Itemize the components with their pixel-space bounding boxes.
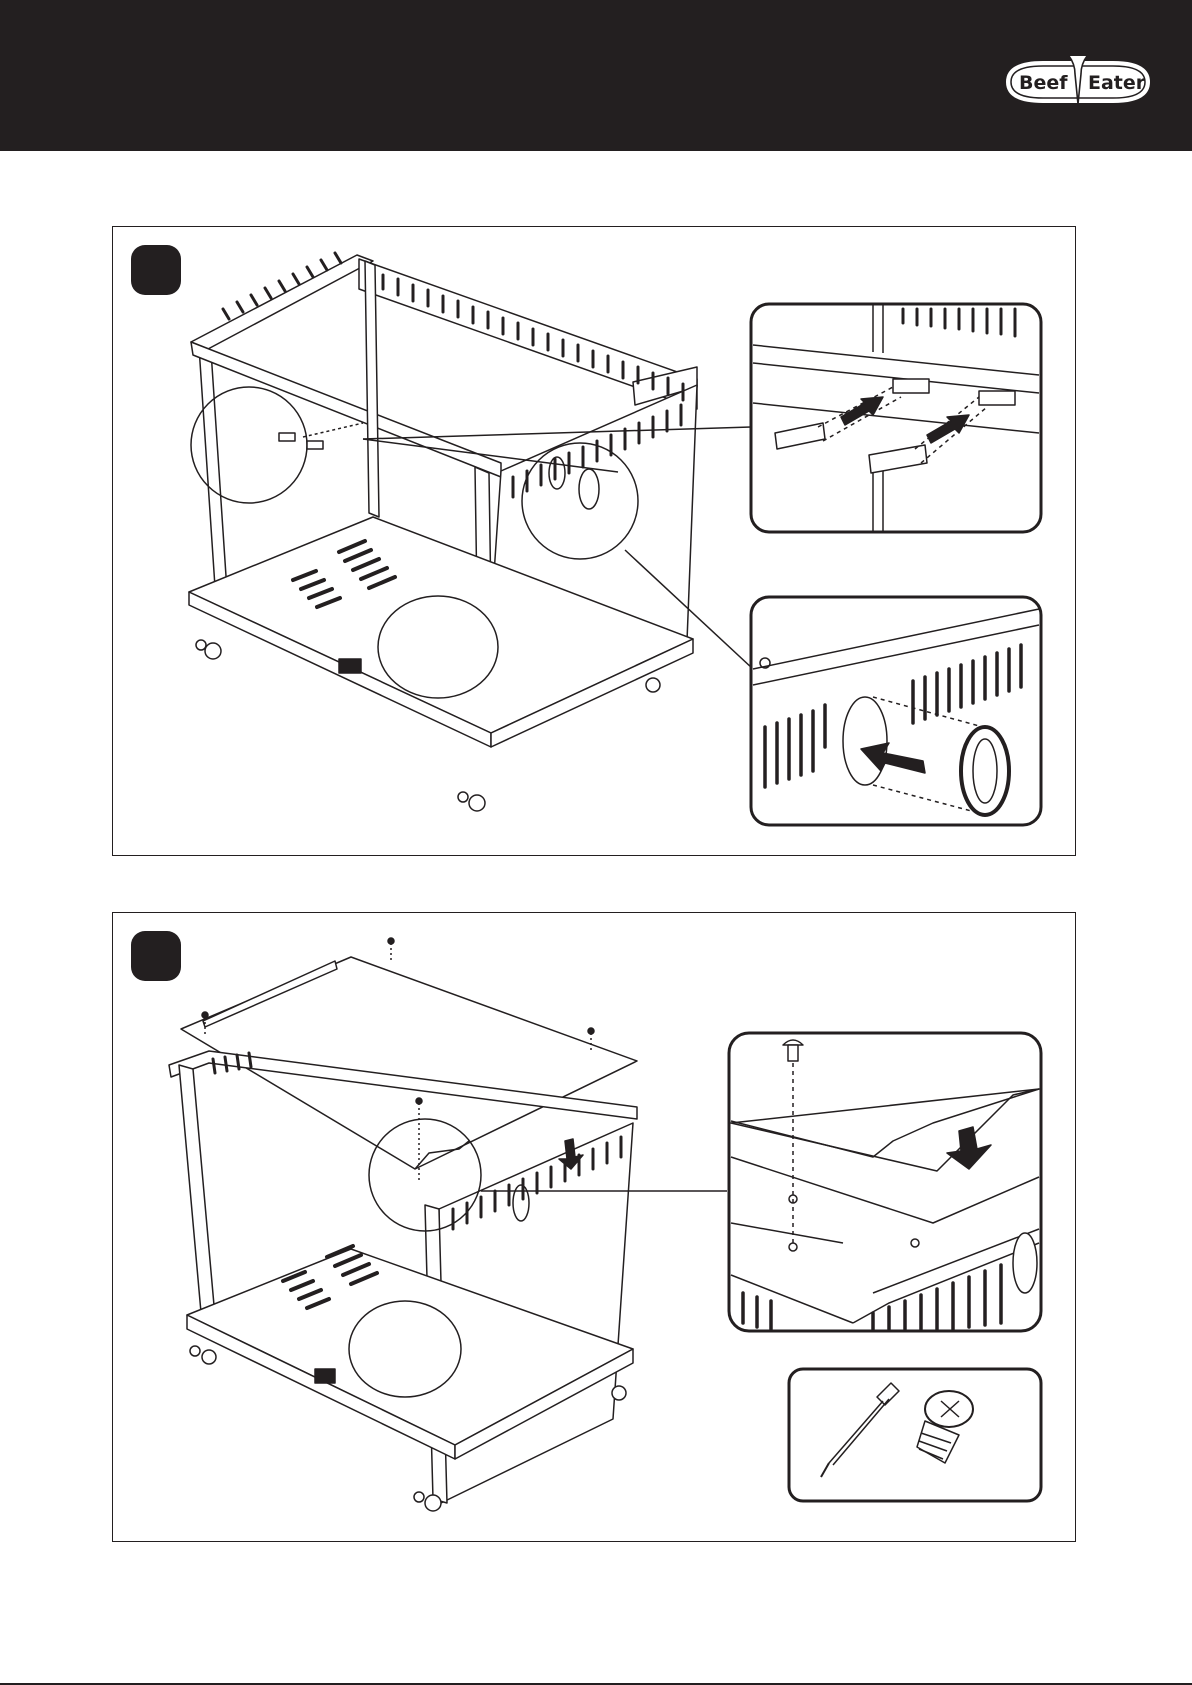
- step-2-panel: [112, 912, 1076, 1542]
- logo-word-left: Beef: [1019, 72, 1068, 94]
- logo-word-right: Eater: [1088, 72, 1146, 94]
- step-1-drawing: [113, 227, 1077, 857]
- step-1-panel: [112, 226, 1076, 856]
- beefeater-logo: Beef Eater: [1003, 50, 1153, 114]
- step-2-drawing: [113, 913, 1077, 1543]
- page-header: Beef Eater: [0, 0, 1192, 151]
